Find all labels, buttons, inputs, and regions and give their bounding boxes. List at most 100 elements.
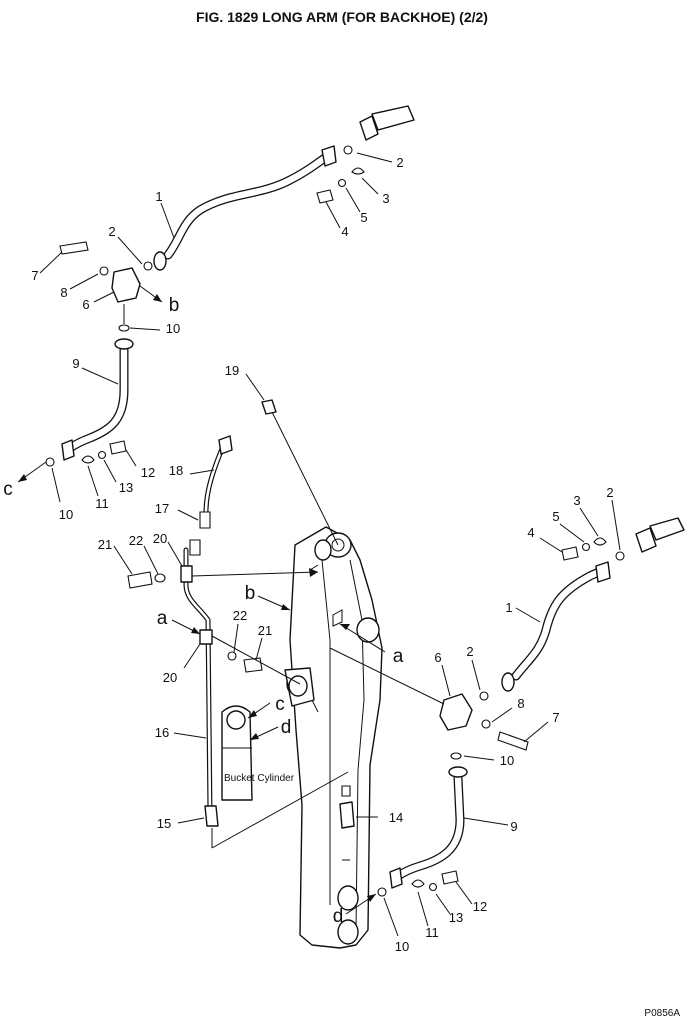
tube-end-top-right [359,105,415,141]
part-label: 6 [434,650,441,665]
part-label: 5 [552,509,559,524]
hose-9-left [61,338,134,461]
part-label: 7 [31,268,38,283]
part-label: 20 [153,531,167,546]
bucket-cylinder: Bucket Cylinder [221,705,295,801]
part-label: 12 [473,899,487,914]
part-label: 4 [341,224,348,239]
part-label: 9 [510,819,517,834]
bolt-4 [316,189,334,204]
part-label: 10 [500,753,514,768]
part-label: 10 [59,507,73,522]
part-label: 4 [527,525,534,540]
part-label: 20 [163,670,177,685]
washer-22 [227,651,237,661]
bucket-cylinder-label: Bucket Cylinder [224,773,295,784]
part-label: 2 [606,485,613,500]
part-label: 11 [425,925,439,940]
connector-17 [199,511,211,529]
part-label: 19 [225,363,239,378]
washer-8 [481,719,491,729]
bolt-7 [497,731,529,751]
o-ring-10 [45,457,55,467]
part-label: 1 [155,189,162,204]
part-label: 9 [72,356,79,371]
callout-letter: a [157,608,168,629]
part-label: 10 [395,939,409,954]
connector-15 [204,805,219,827]
callout-letter: c [275,694,285,715]
part-label: 1 [505,600,512,615]
callout-letter: d [281,717,292,738]
part-label: 6 [82,297,89,312]
leader-lines [17,152,621,937]
part-label: 12 [141,465,155,480]
washer-5 [581,542,591,552]
part-label: 14 [389,810,403,825]
part-label: 2 [466,644,473,659]
clamp-19 [261,399,277,415]
bolt-21 [243,657,263,673]
part-label: 10 [166,321,180,336]
hose-1-top [153,145,337,271]
part-label: 22 [129,533,143,548]
bolt-12 [109,440,127,455]
washer-13 [97,450,107,460]
part-label: 8 [517,696,524,711]
o-ring-10 [377,887,387,897]
connector-14 [339,801,355,829]
hose-18 [203,435,233,515]
o-ring-2 [479,691,489,701]
washer-8 [99,266,109,276]
split-flange-3 [593,537,607,546]
washer-5 [337,178,347,188]
split-flange-11 [411,879,425,888]
clamp-20 [199,629,213,645]
part-label: 13 [449,910,463,925]
washer-22 [154,573,166,583]
part-label: 17 [155,501,169,516]
o-ring-2 [143,261,153,271]
part-label: 22 [233,608,247,623]
split-flange-11 [81,455,95,464]
o-ring-10 [118,324,130,332]
block-6 [111,267,141,303]
callout-letter: c [3,479,13,500]
tube-16 [183,547,213,818]
part-number-labels: 1 2 3 5 4 2 7 8 6 b 10 9 c 10 11 13 12 1… [3,155,613,954]
washer-13 [428,882,438,892]
figure-title: FIG. 1829 LONG ARM (FOR BACKHOE) (2/2) [196,9,488,25]
split-flange-3 [351,167,365,175]
long-arm-body [284,526,383,949]
part-label: 5 [360,210,367,225]
tube-end-right [635,517,685,553]
bolt-7 [59,241,89,255]
clamp-20 [180,565,193,583]
callout-letter: a [393,646,404,667]
hose-1-right [501,561,611,692]
part-label: 3 [573,493,580,508]
callout-letter: d [333,906,344,927]
part-label: 15 [157,816,171,831]
o-ring-2 [615,551,625,561]
part-label: 3 [382,191,389,206]
callout-letter: b [169,295,180,316]
figure-code: P0856A [644,1008,680,1019]
part-label: 18 [169,463,183,478]
part-label: 21 [98,537,112,552]
nut-14 [341,785,351,797]
part-label: 16 [155,725,169,740]
fitting-17 [189,539,201,556]
block-6 [439,693,473,731]
part-label: 11 [95,496,109,511]
o-ring-2 [343,145,353,155]
bolt-12 [441,870,459,885]
part-label: 13 [119,480,133,495]
part-label: 2 [396,155,403,170]
bolt-4 [561,546,579,561]
part-label: 8 [60,285,67,300]
hose-9-right [389,766,468,889]
part-label: 21 [258,623,272,638]
